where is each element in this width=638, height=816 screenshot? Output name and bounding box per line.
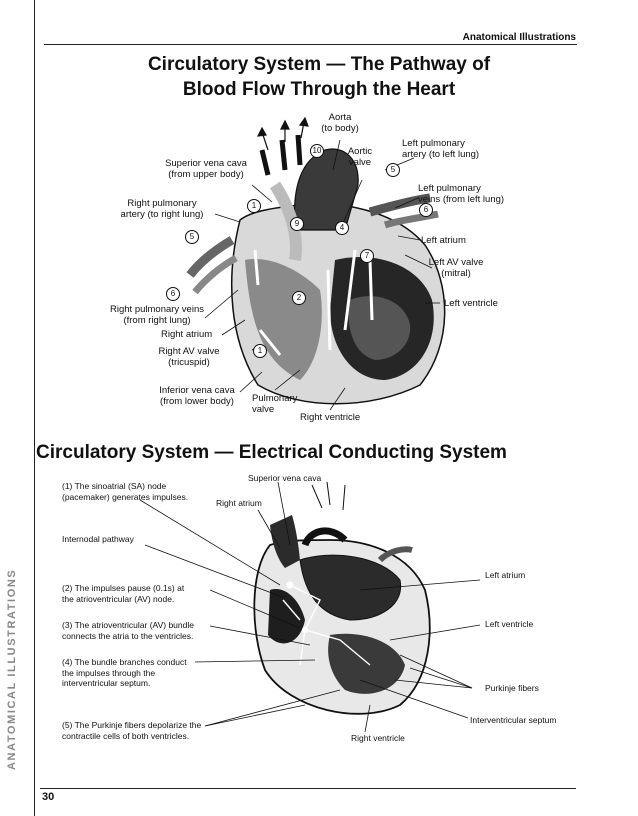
figure1-title-line2: Blood Flow Through the Heart	[182, 79, 456, 100]
label-left-atrium-conduction: Left atrium	[485, 570, 526, 580]
label-left-ventricle: Left ventricle	[444, 298, 498, 309]
conduction-heart-body	[253, 515, 431, 715]
step-marker-5-left: 5	[386, 163, 400, 177]
label-pulmonary-valve-line1: Pulmonary	[252, 393, 298, 404]
label-svc-conduction: Superior vena cava	[248, 473, 322, 483]
label-aorta-line1: Aorta	[328, 112, 352, 123]
label-svc-line1: Superior vena cava	[165, 158, 247, 169]
label-aortic-valve-line2: valve	[348, 157, 372, 168]
label-purkinje-step-line1: (5) The Purkinje fibers depolarize the	[62, 720, 202, 730]
label-aortic-valve-line1: Aortic	[347, 146, 373, 157]
label-av-bundle: (3) The atrioventricular (AV) bundle con…	[62, 620, 194, 641]
figure1-title: Circulatory System — The Pathway of Bloo…	[0, 52, 638, 102]
label-left-pulmonary-veins-line2: veins (from left lung)	[418, 194, 505, 205]
step-marker-9: 9	[290, 217, 304, 231]
label-purkinje-fibers: Purkinje fibers	[485, 683, 539, 693]
label-av-bundle-line1: (3) The atrioventricular (AV) bundle	[62, 620, 194, 630]
conduction-pathways	[282, 584, 371, 666]
label-left-atrium: Left atrium	[421, 235, 466, 246]
label-right-ventricle-conduction: Right ventricle	[351, 733, 405, 743]
label-right-pulmonary-veins-line1: Right pulmonary veins	[110, 304, 204, 315]
label-right-pulmonary-veins: Right pulmonary veins (from right lung)	[105, 304, 209, 326]
step-marker-5-right: 5	[185, 230, 199, 244]
footer-rule	[40, 788, 576, 789]
label-right-av-valve-line2: (tricuspid)	[168, 357, 210, 368]
label-sa-node-line1: (1) The sinoatrial (SA) node	[62, 481, 167, 491]
label-av-node-line1: (2) The impulses pause (0.1s) at	[62, 583, 185, 593]
header-rule	[44, 44, 577, 45]
running-header: Anatomical Illustrations	[462, 32, 576, 43]
label-right-av-valve: Right AV valve (tricuspid)	[154, 346, 224, 368]
label-pulmonary-valve-line2: valve	[252, 404, 275, 415]
label-left-pulmonary-veins-line1: Left pulmonary	[418, 183, 481, 194]
label-purkinje-step-line2: contractile cells of both ventricles.	[62, 730, 190, 741]
label-bundle-branches-line3: interventricular septum.	[62, 678, 151, 688]
step-marker-1-top: 1	[247, 199, 261, 213]
label-right-atrium-conduction: Right atrium	[216, 498, 262, 508]
label-bundle-branches-line1: (4) The bundle branches conduct	[62, 657, 187, 667]
figure2-leader-lines	[139, 481, 481, 733]
label-left-av-valve-line2: (mitral)	[441, 268, 471, 279]
label-aorta-line2: (to body)	[321, 123, 359, 134]
label-sa-node: (1) The sinoatrial (SA) node (pacemaker)…	[62, 481, 188, 502]
label-purkinje-step: (5) The Purkinje fibers depolarize the c…	[62, 720, 201, 741]
label-pulmonary-valve: Pulmonary valve	[252, 393, 297, 415]
label-av-node: (2) The impulses pause (0.1s) at the atr…	[62, 583, 184, 604]
figure2-title: Circulatory System — Electrical Conducti…	[36, 442, 507, 463]
label-bundle-branches: (4) The bundle branches conduct the impu…	[62, 657, 187, 689]
pulmonary-vessels	[186, 193, 439, 295]
label-left-pulmonary-veins: Left pulmonary veins (from left lung)	[418, 183, 504, 205]
heart-body	[230, 203, 446, 405]
label-ivc-line2: (from lower body)	[160, 396, 234, 407]
svc-outline	[311, 481, 346, 511]
label-right-pulmonary-veins-line2: (from right lung)	[123, 315, 191, 326]
label-av-bundle-line2: connects the atria to the ventricles.	[62, 630, 194, 641]
label-av-node-line2: the atrioventricular (AV) node.	[62, 593, 175, 604]
step-marker-4: 4	[335, 221, 349, 235]
step-marker-10: 10	[310, 144, 324, 158]
label-right-ventricle: Right ventricle	[300, 412, 361, 423]
label-left-pulmonary-artery-line1: Left pulmonary	[402, 138, 465, 149]
label-internodal-pathway: Internodal pathway	[62, 534, 134, 544]
page-number: 30	[42, 791, 55, 803]
aorta-vessels	[259, 134, 359, 261]
label-interventricular-septum: Interventricular septum	[470, 715, 557, 725]
label-right-pulmonary-artery-line2: artery (to right lung)	[120, 209, 204, 220]
label-svc-line2: (from upper body)	[168, 169, 244, 180]
step-marker-7: 7	[360, 249, 374, 263]
label-aorta: Aorta (to body)	[310, 112, 370, 134]
label-left-pulmonary-artery-line2: artery (to left lung)	[402, 149, 480, 160]
label-right-atrium: Right atrium	[161, 329, 213, 340]
step-marker-6-right: 6	[166, 287, 180, 301]
figure1-title-line1: Circulatory System — The Pathway of	[147, 54, 491, 75]
label-ivc-line1: Inferior vena cava	[159, 385, 235, 396]
label-right-pulmonary-artery-line1: Right pulmonary	[127, 198, 197, 209]
label-bundle-branches-line2: the impulses through the	[62, 667, 156, 678]
label-left-ventricle-conduction: Left ventricle	[485, 619, 534, 629]
label-left-av-valve-line1: Left AV valve	[428, 257, 484, 268]
step-marker-1-bottom: 1	[253, 344, 267, 358]
label-inferior-vena-cava: Inferior vena cava (from lower body)	[152, 385, 242, 407]
label-superior-vena-cava: Superior vena cava (from upper body)	[160, 158, 252, 180]
step-marker-6-left: 6	[419, 203, 433, 217]
flow-arrows	[253, 249, 374, 356]
step-marker-2: 2	[292, 291, 306, 305]
conduction-nodes	[286, 581, 308, 633]
label-left-pulmonary-artery: Left pulmonary artery (to left lung)	[402, 138, 479, 160]
label-right-av-valve-line1: Right AV valve	[158, 346, 220, 357]
label-sa-node-line2: (pacemaker) generates impulses.	[62, 491, 189, 502]
page-left-rule	[34, 0, 35, 816]
aorta-outflow-arrows	[256, 116, 309, 151]
label-left-av-valve: Left AV valve (mitral)	[420, 257, 492, 279]
label-aortic-valve: Aortic valve	[340, 146, 380, 168]
label-right-pulmonary-artery: Right pulmonary artery (to right lung)	[112, 198, 212, 220]
figure1-leader-lines	[204, 139, 440, 411]
